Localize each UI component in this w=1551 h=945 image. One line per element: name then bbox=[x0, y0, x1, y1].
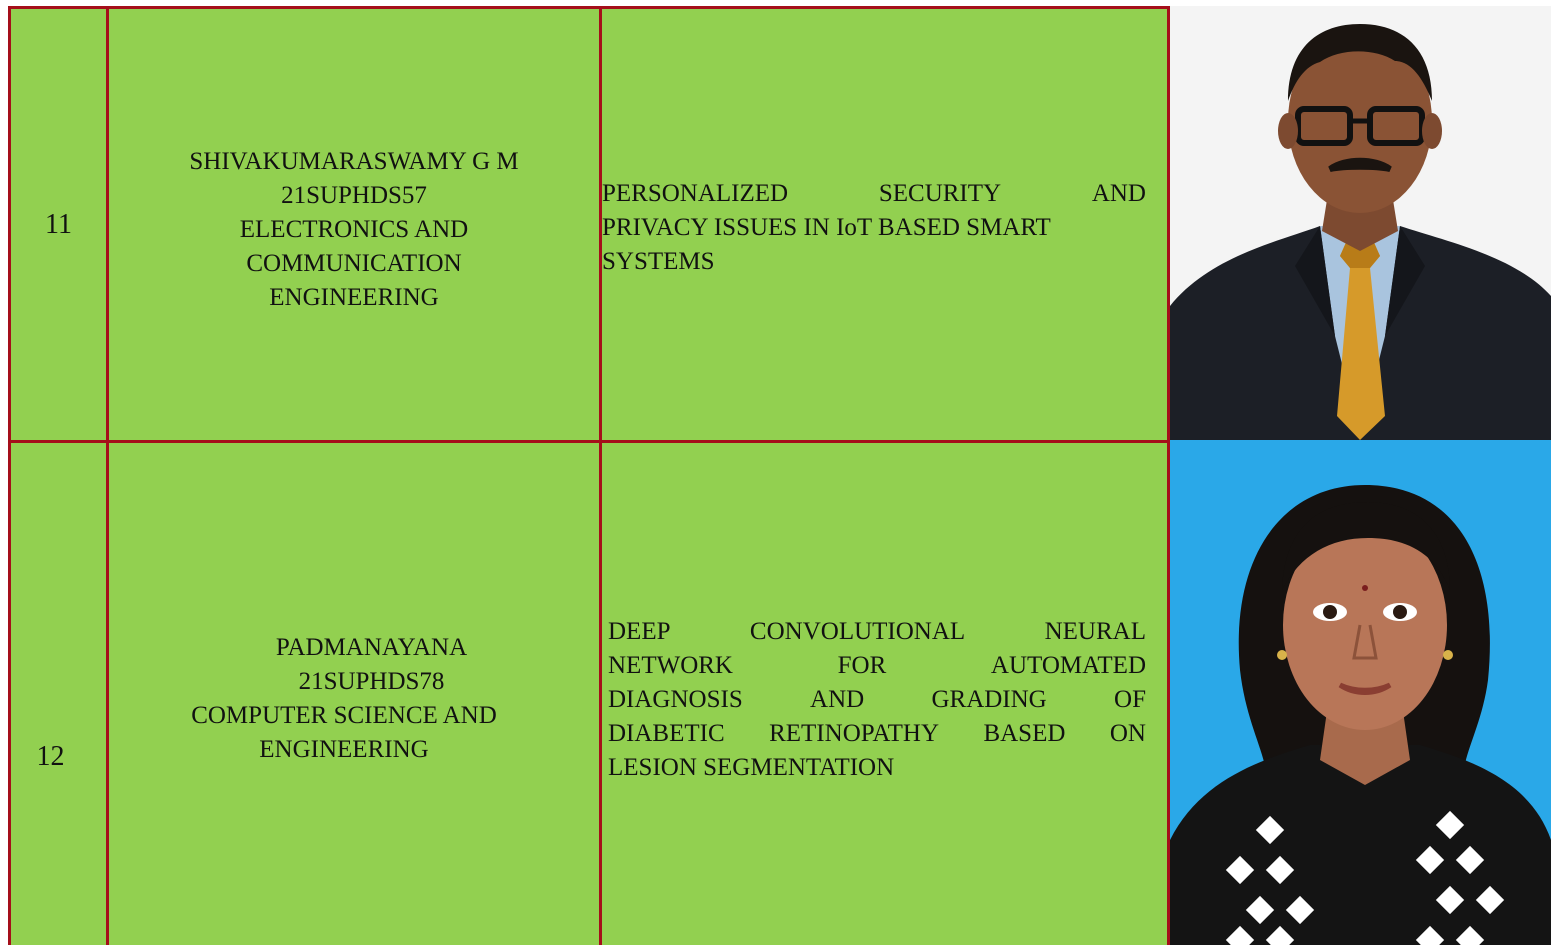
title-word: ON bbox=[1109, 720, 1146, 747]
department-line: ENGINEERING bbox=[269, 284, 439, 311]
serial-number-cell: 11 bbox=[8, 6, 106, 440]
department-line: COMMUNICATION bbox=[246, 250, 462, 277]
title-word: PERSONALIZED bbox=[602, 180, 789, 207]
title-word: OF bbox=[1114, 686, 1146, 713]
department-line: ENGINEERING bbox=[259, 736, 429, 763]
title-word: FOR bbox=[837, 652, 887, 679]
title-word: NEURAL bbox=[1044, 618, 1146, 645]
title-word: AUTOMATED bbox=[990, 652, 1146, 679]
scholar-name: PADMANAYANA bbox=[275, 634, 468, 661]
table-row: 11 SHIVAKUMARASWAMY G M 21SUPHDS57 ELECT… bbox=[8, 6, 1551, 440]
serial-number: 12 bbox=[36, 741, 65, 772]
research-title-cell: PERSONALIZED SECURITY AND PRIVACY ISSUES… bbox=[599, 6, 1170, 440]
scholar-details: SHIVAKUMARASWAMY G M 21SUPHDS57 ELECTRON… bbox=[149, 145, 559, 315]
title-word: DIABETIC bbox=[608, 720, 725, 747]
scholar-photo bbox=[1170, 6, 1551, 440]
scholar-name: SHIVAKUMARASWAMY G M bbox=[189, 148, 519, 175]
research-title-cell: DEEP CONVOLUTIONAL NEURAL NETWORK FOR AU… bbox=[599, 440, 1170, 945]
title-word: CONVOLUTIONAL bbox=[749, 618, 966, 645]
scholar-table: 11 SHIVAKUMARASWAMY G M 21SUPHDS57 ELECT… bbox=[8, 6, 1551, 945]
title-word: DIAGNOSIS bbox=[608, 686, 743, 713]
scholar-details: PADMANAYANA 21SUPHDS78 COMPUTER SCIENCE … bbox=[139, 631, 549, 767]
photo-cell bbox=[1170, 440, 1551, 945]
research-title: DEEP CONVOLUTIONAL NEURAL NETWORK FOR AU… bbox=[608, 615, 1146, 785]
photo-cell bbox=[1170, 6, 1551, 440]
title-word: AND bbox=[1091, 180, 1146, 207]
title-word: DEEP bbox=[608, 618, 671, 645]
scholar-photo bbox=[1170, 440, 1551, 945]
department-line: COMPUTER SCIENCE AND bbox=[191, 702, 497, 729]
title-line: PRIVACY ISSUES IN IoT BASED SMART bbox=[602, 214, 1051, 241]
scholar-details-cell: PADMANAYANA 21SUPHDS78 COMPUTER SCIENCE … bbox=[106, 440, 599, 945]
registration-number: 21SUPHDS78 bbox=[298, 668, 445, 695]
title-line: SYSTEMS bbox=[602, 248, 715, 275]
serial-number-cell: 12 bbox=[8, 440, 106, 945]
title-line: LESION SEGMENTATION bbox=[608, 754, 895, 781]
research-title: PERSONALIZED SECURITY AND PRIVACY ISSUES… bbox=[602, 177, 1146, 279]
title-word: NETWORK bbox=[608, 652, 733, 679]
title-word: RETINOPATHY bbox=[769, 720, 940, 747]
table-row: 12 PADMANAYANA 21SUPHDS78 COMPUTER SCIEN… bbox=[8, 440, 1551, 945]
serial-number: 11 bbox=[45, 209, 72, 240]
title-word: BASED bbox=[983, 720, 1066, 747]
department-line: ELECTRONICS AND bbox=[239, 216, 469, 243]
registration-number: 21SUPHDS57 bbox=[281, 182, 427, 209]
scholar-details-cell: SHIVAKUMARASWAMY G M 21SUPHDS57 ELECTRON… bbox=[106, 6, 599, 440]
title-word: GRADING bbox=[931, 686, 1047, 713]
title-word: SECURITY bbox=[878, 180, 1002, 207]
title-word: AND bbox=[810, 686, 865, 713]
